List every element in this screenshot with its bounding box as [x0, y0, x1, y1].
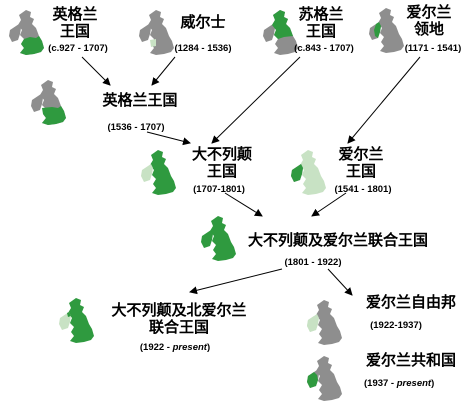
irish-free-state-dates: (1922-1937)	[370, 320, 422, 331]
arrow-great-britain-to-uk-gbi	[224, 192, 263, 217]
arrow-kingdom-ireland-to-uk-gbi	[311, 192, 347, 217]
map-republic-ireland	[307, 356, 342, 401]
uk-gbi-title: 大不列颠及爱尔兰联合王国	[248, 231, 429, 249]
map-irish-free-state	[307, 300, 342, 345]
uk-gbi-dates: (1801 - 1922)	[284, 257, 342, 268]
great-britain-title: 大不列颠 王国	[191, 145, 252, 180]
map-england	[9, 10, 44, 55]
england-dates: (c.927 - 1707)	[48, 43, 108, 54]
map-kingdom-ireland	[291, 150, 326, 195]
republic-ireland-dates: (1937 - present)	[364, 378, 435, 389]
arrow-kingdom-england-to-great-britain	[146, 131, 191, 146]
great-britain-dates: (1707-1801)	[193, 184, 245, 195]
arrow-scotland-to-great-britain	[211, 56, 301, 144]
map-ireland-lordship	[369, 8, 404, 53]
uk-gbni-dates: (1922 - present)	[139, 342, 211, 353]
arrow-uk-gbi-to-uk-gbni	[189, 268, 283, 295]
kingdom-ireland-dates: (1541 - 1801)	[334, 184, 392, 195]
ireland-lordship-title: 爱尔兰 领地	[406, 3, 452, 38]
uk-gbni-title: 大不列颠及北爱尔兰 联合王国	[111, 301, 247, 336]
kingdom-england-dates: (1536 - 1707)	[107, 122, 165, 133]
republic-ireland-title: 爱尔兰共和国	[366, 351, 457, 369]
arrow-wales-to-kingdom-england	[151, 56, 176, 86]
irish-free-state-title: 爱尔兰自由邦	[366, 293, 457, 311]
arrow-england-to-kingdom-england	[81, 56, 111, 86]
england-title: 英格兰 王国	[52, 5, 98, 40]
ireland-lordship-dates: (1171 - 1541)	[404, 43, 462, 54]
map-wales	[139, 10, 174, 55]
scotland-dates: (c.843 - 1707)	[294, 43, 354, 54]
arrow-uk-gbi-to-irish-free-state	[327, 268, 353, 296]
arrow-ireland-lordship-to-kingdom-ireland	[347, 56, 421, 144]
kingdom-ireland-title: 爱尔兰 王国	[338, 145, 384, 180]
scotland-title: 苏格兰 王国	[298, 5, 344, 40]
kingdom-england-title: 英格兰王国	[102, 91, 178, 109]
map-uk-gbni	[59, 298, 94, 343]
wales-title: 威尔士	[180, 13, 226, 31]
wales-dates: (1284 - 1536)	[174, 43, 232, 54]
map-kingdom-england	[31, 80, 66, 125]
map-scotland	[263, 10, 298, 55]
